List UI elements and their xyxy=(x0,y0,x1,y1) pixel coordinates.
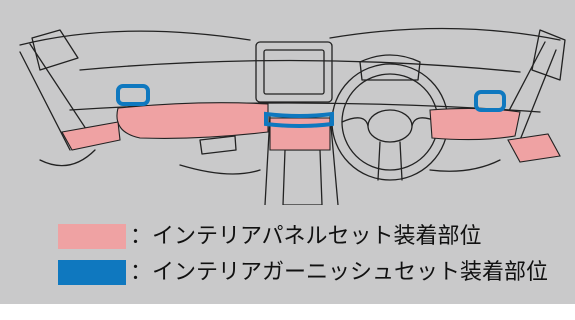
legend-label-garnish: ：インテリアガーニッシュセット装着部位 xyxy=(130,260,549,285)
dashboard-top-line xyxy=(79,59,521,73)
bottom-margin xyxy=(0,304,575,320)
windshield-top-line-right xyxy=(329,27,561,41)
legend-item-garnish: ：インテリアガーニッシュセット装着部位 xyxy=(58,260,548,285)
panel-right-door xyxy=(507,133,561,163)
center-console xyxy=(264,114,339,205)
panel-center xyxy=(269,117,331,151)
panel-left-dash xyxy=(116,102,269,139)
windshield-top-line xyxy=(19,30,251,46)
interior-garnish-areas xyxy=(116,84,506,128)
garnish-right-vent xyxy=(474,90,506,112)
legend-label-panel: ：インテリアパネルセット装着部位 xyxy=(130,224,482,249)
garnish-center-vent xyxy=(264,111,334,128)
instrument-cluster xyxy=(359,54,421,81)
legend-swatch-garnish xyxy=(58,260,126,285)
legend-item-panel: ：インテリアパネルセット装着部位 xyxy=(58,224,482,249)
garnish-left-vent xyxy=(116,84,150,106)
legend-swatch-panel xyxy=(58,224,126,249)
right-side-window xyxy=(531,29,566,81)
dashboard-illustration xyxy=(19,27,566,205)
panel-left-door xyxy=(61,121,121,151)
panel-right-dash xyxy=(429,107,521,141)
infotainment-screen xyxy=(255,41,333,103)
left-side-window xyxy=(31,29,79,71)
